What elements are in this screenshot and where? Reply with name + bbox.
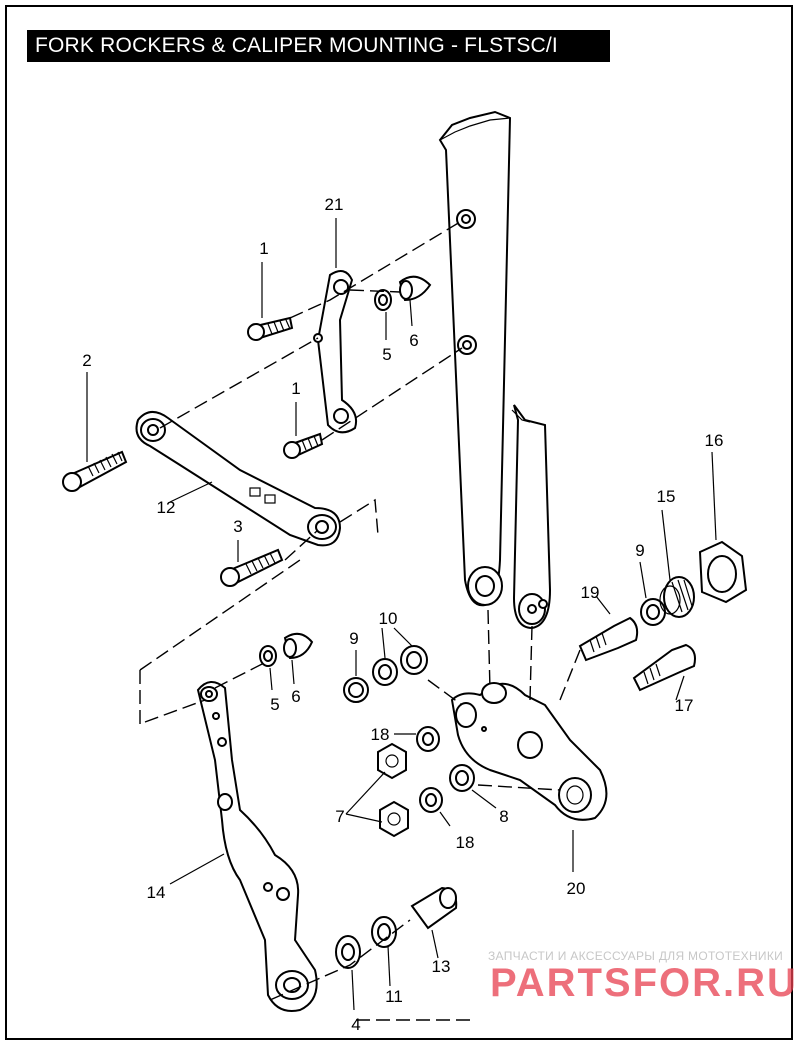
- label-9-left: 9: [349, 629, 358, 648]
- spacer-9-left: [343, 677, 369, 703]
- bolt-19: [578, 616, 639, 662]
- label-18-lower: 18: [456, 833, 475, 852]
- washer-5-upper: [374, 289, 392, 311]
- acorn-nut-6-upper: [398, 275, 432, 302]
- fork-rocker-20: [450, 682, 608, 821]
- leader-lines: [86, 218, 717, 1011]
- acorn-nut-6-lower: [283, 632, 314, 660]
- fork-slider-right: [511, 404, 552, 630]
- alignment-lines: [139, 221, 581, 1021]
- watermark: ЗАПЧАСТИ И АКСЕССУАРЫ ДЛЯ МОТОТЕХНИКИ PA…: [488, 949, 798, 1005]
- label-21: 21: [325, 195, 344, 214]
- bolt-3: [220, 548, 284, 587]
- label-19: 19: [581, 583, 600, 602]
- label-3: 3: [233, 517, 242, 536]
- label-17: 17: [675, 696, 694, 715]
- bolt-1-upper: [247, 316, 294, 341]
- washer-18-upper: [416, 726, 440, 752]
- sleeve-13: [410, 886, 458, 930]
- washer-11: [371, 916, 397, 948]
- label-16: 16: [705, 431, 724, 450]
- fork-slider-left: [438, 110, 512, 607]
- label-1-upper: 1: [259, 239, 268, 258]
- label-2: 2: [82, 351, 91, 370]
- caliper-bracket-14: [196, 681, 318, 1012]
- label-13: 13: [432, 957, 451, 976]
- label-14: 14: [147, 883, 166, 902]
- label-6-upper: 6: [409, 331, 418, 350]
- label-9-right: 9: [635, 541, 644, 560]
- label-1-lower: 1: [291, 379, 300, 398]
- label-18-upper: 18: [371, 725, 390, 744]
- locknut-7-upper: [377, 742, 407, 780]
- bolt-17: [632, 643, 696, 692]
- bolt-1-lower: [283, 432, 324, 459]
- label-12: 12: [157, 498, 176, 517]
- washer-4: [335, 935, 361, 969]
- label-8: 8: [499, 807, 508, 826]
- watermark-tagline: ЗАПЧАСТИ И АКСЕССУАРЫ ДЛЯ МОТОТЕХНИКИ: [488, 949, 783, 963]
- hex-nut-16: [698, 540, 748, 604]
- part-number-labels: 1 1 2 3 4 5 5 6 6 7 8 9 9 10 11 12 13 14…: [82, 195, 723, 1034]
- bolt-2: [62, 450, 128, 492]
- label-5-upper: 5: [382, 345, 391, 364]
- spring-15: [659, 576, 695, 618]
- diagram-title: FORK ROCKERS & CALIPER MOUNTING - FLSTSC…: [27, 30, 610, 62]
- locknut-7-lower: [379, 800, 409, 838]
- upper-link-21: [313, 270, 358, 434]
- washer-5-lower: [259, 645, 277, 667]
- label-15: 15: [657, 487, 676, 506]
- spacer-9-right: [640, 598, 666, 626]
- label-4: 4: [351, 1015, 360, 1034]
- label-6-lower: 6: [291, 687, 300, 706]
- bushing-8: [449, 764, 475, 792]
- label-5-lower: 5: [270, 695, 279, 714]
- label-10: 10: [379, 609, 398, 628]
- page-frame: [5, 5, 793, 1040]
- washer-18-lower: [419, 787, 443, 813]
- watermark-brand: PARTSFOR.RU: [490, 961, 798, 1005]
- bushing-10: [372, 645, 428, 686]
- label-7: 7: [335, 807, 344, 826]
- label-20: 20: [567, 879, 586, 898]
- label-11: 11: [385, 987, 403, 1006]
